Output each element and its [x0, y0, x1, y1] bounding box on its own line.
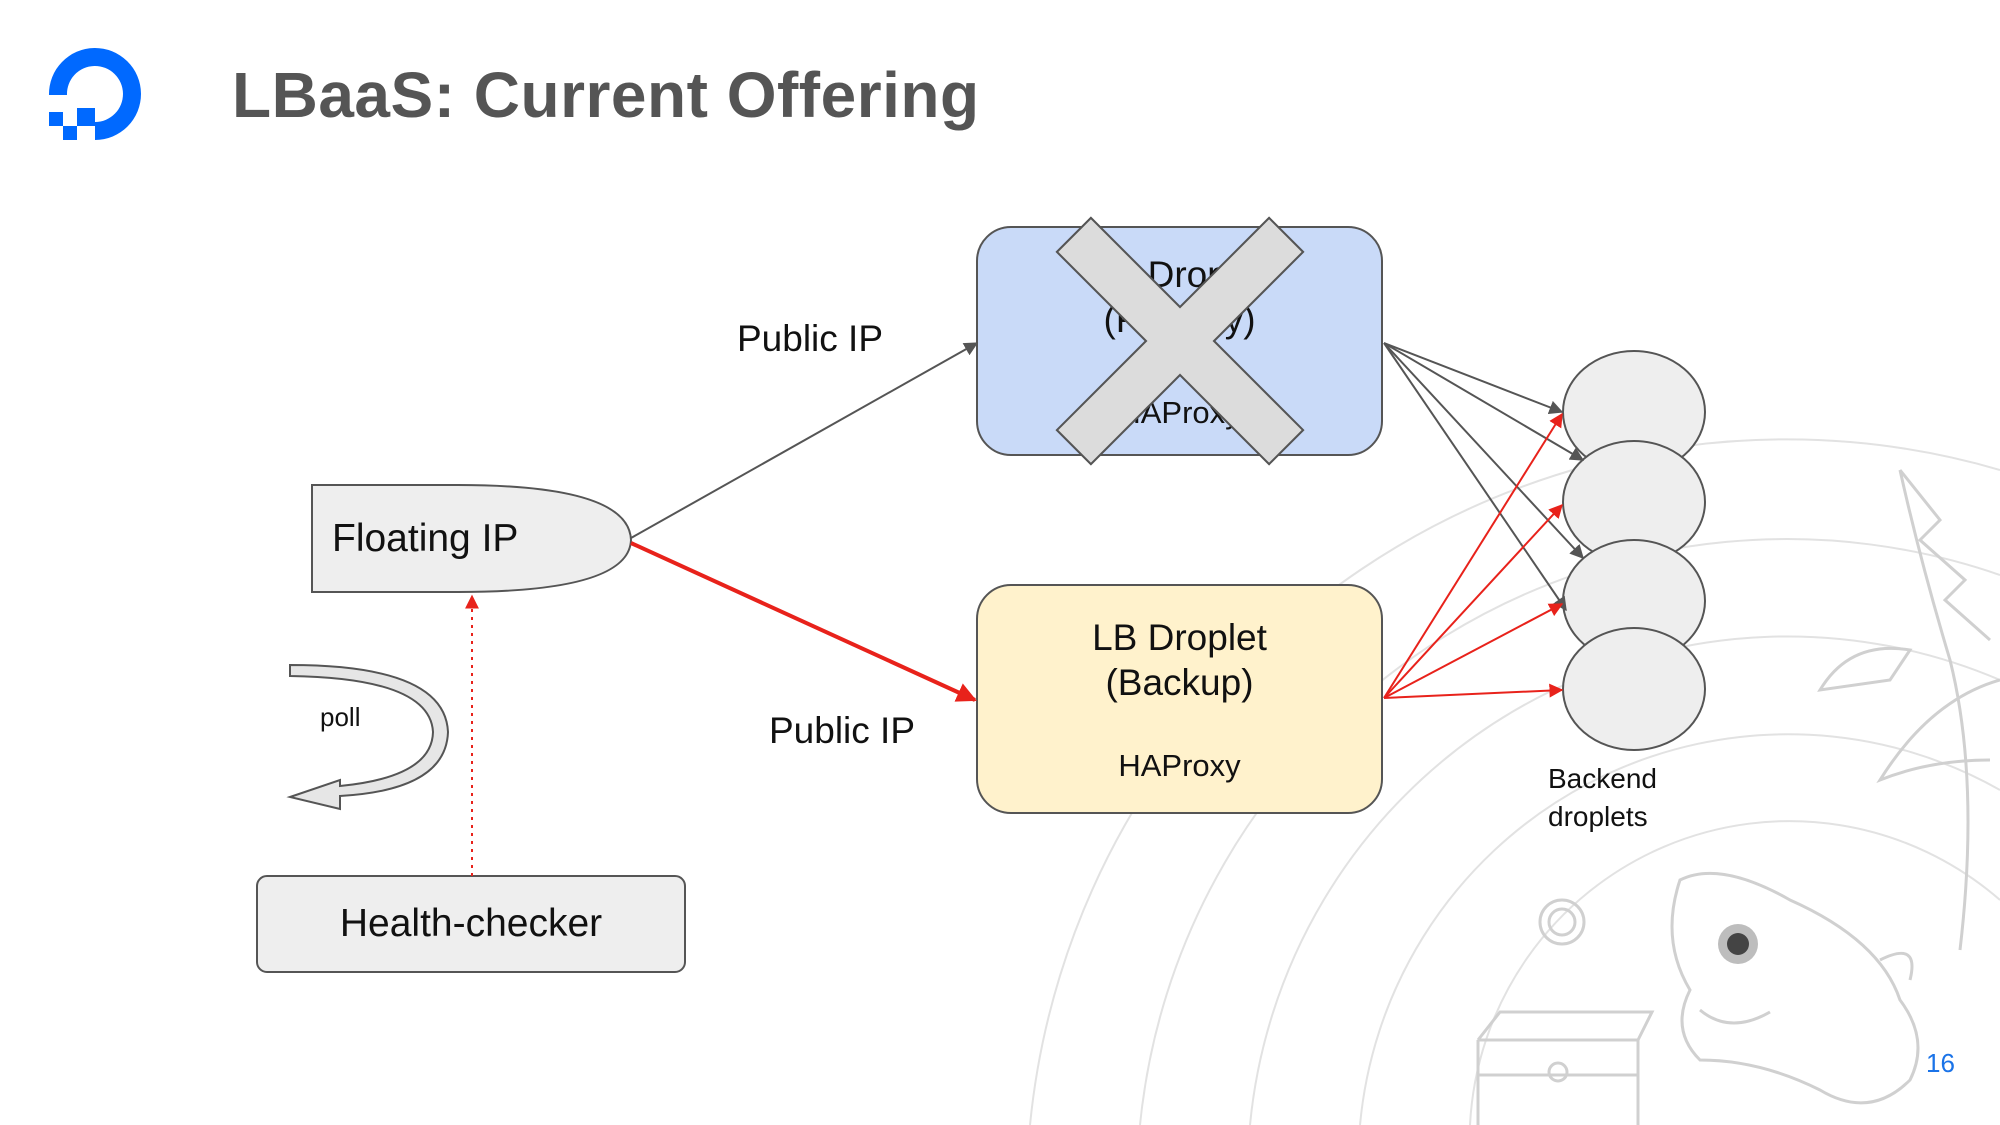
slide-title: LBaaS: Current Offering [232, 59, 980, 131]
floating-ip-to-primary-arrow [630, 342, 979, 539]
backup-lb-software: HAProxy [1118, 748, 1241, 783]
page-number: 16 [1926, 1048, 1955, 1078]
floating-ip-to-backup-arrow [630, 541, 977, 702]
primary-to-backend-arrow [1383, 342, 1584, 560]
digitalocean-logo-icon [48, 47, 141, 140]
backup-to-backend-arrow [1383, 603, 1564, 699]
primary-to-backend-arrow [1383, 342, 1567, 612]
backup-lb-title: LB Droplet (Backup) [977, 615, 1382, 705]
lb-droplet-backup-box [976, 584, 1383, 814]
palm-tree-icon [1817, 469, 2000, 951]
backend-droplets-label: Backend droplets [1548, 760, 1657, 836]
backend-label-line2: droplets [1548, 801, 1648, 832]
backup-lb-title-line1: LB Droplet [1092, 617, 1267, 658]
backup-to-backend-arrow [1383, 683, 1564, 699]
primary-to-backend-arrow [1383, 342, 1564, 414]
backend-droplets [1562, 350, 1706, 751]
floating-ip-node [311, 484, 633, 593]
shark-icon [1670, 871, 1920, 1105]
backend-label-line1: Backend [1548, 763, 1657, 794]
treasure-chest-icon [1476, 898, 1655, 1125]
primary-to-backend-arrow [1383, 342, 1585, 461]
backup-lb-title-line2: (Backup) [1105, 662, 1254, 703]
health-checker-label: Health-checker [339, 902, 603, 945]
poll-label: poll [320, 702, 361, 732]
backup-to-backend-arrow [1383, 503, 1563, 699]
floating-ip-label: Floating IP [332, 517, 519, 560]
public-ip-top-label: Public IP [737, 318, 884, 359]
poll-curved-arrow-icon [286, 663, 450, 811]
public-ip-bottom-label: Public IP [769, 710, 916, 751]
backup-to-backend-arrow [1383, 412, 1563, 699]
